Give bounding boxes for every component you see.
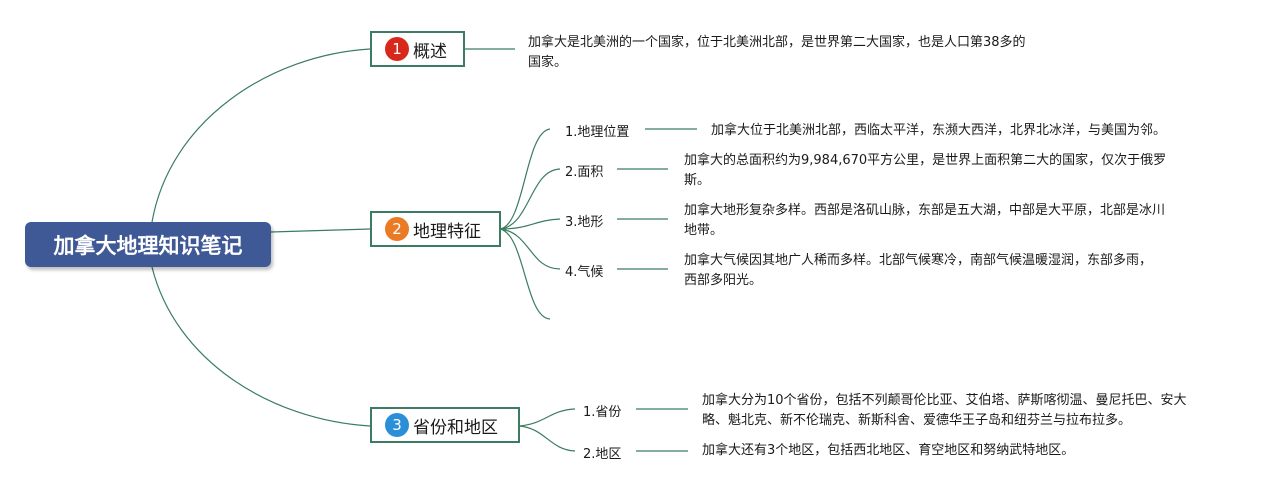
root-title: 加拿大地理知识笔记 — [53, 233, 243, 258]
subtopic-terrain[interactable]: 3.地形 — [565, 215, 604, 230]
territories-description: 加拿大还有3个地区，包括西北地区、育空地区和努纳武特地区。 — [702, 443, 1075, 458]
subtopic-location[interactable]: 1.地理位置 — [565, 125, 630, 140]
number-badge: 3 — [385, 413, 409, 437]
location-description: 加拿大位于北美洲北部，西临太平洋，东濒大西洋，北界北冰洋，与美国为邻。 — [711, 123, 1167, 138]
branch-label: 概述 — [413, 41, 447, 62]
area-description: 加拿大的总面积约为9,984,670平方公里，是世界上面积第二大的国家，仅次于俄… — [684, 153, 1167, 188]
branch-label: 地理特征 — [413, 221, 481, 242]
number-badge: 1 — [385, 37, 409, 61]
subtopic-climate[interactable]: 4.气候 — [565, 265, 604, 280]
provinces-description: 加拿大分为10个省份，包括不列颠哥伦比亚、艾伯塔、萨斯喀彻温、曼尼托巴、安大略、… — [702, 393, 1187, 428]
climate-description: 加拿大气候因其地广人稀而多样。北部气候寒冷，南部气候温暖湿润，东部多雨，西部多阳… — [684, 253, 1153, 288]
subtopic-area[interactable]: 2.面积 — [565, 165, 604, 180]
subtopic-provinces[interactable]: 1.省份 — [583, 405, 622, 420]
branch-overview[interactable]: 1 概述 — [370, 31, 465, 67]
terrain-description: 加拿大地形复杂多样。西部是洛矶山脉，东部是五大湖，中部是大平原，北部是冰川地带。 — [684, 203, 1166, 238]
number-badge: 2 — [385, 217, 409, 241]
root-topic[interactable]: 加拿大地理知识笔记 — [25, 222, 271, 267]
overview-description: 加拿大是北美洲的一个国家，位于北美洲北部，是世界第二大国家，也是人口第38多的国… — [528, 35, 1026, 70]
branch-provinces-territories[interactable]: 3 省份和地区 — [370, 407, 520, 443]
branch-label: 省份和地区 — [413, 417, 498, 438]
subtopic-territories[interactable]: 2.地区 — [583, 447, 622, 462]
branch-geography[interactable]: 2 地理特征 — [370, 211, 501, 247]
